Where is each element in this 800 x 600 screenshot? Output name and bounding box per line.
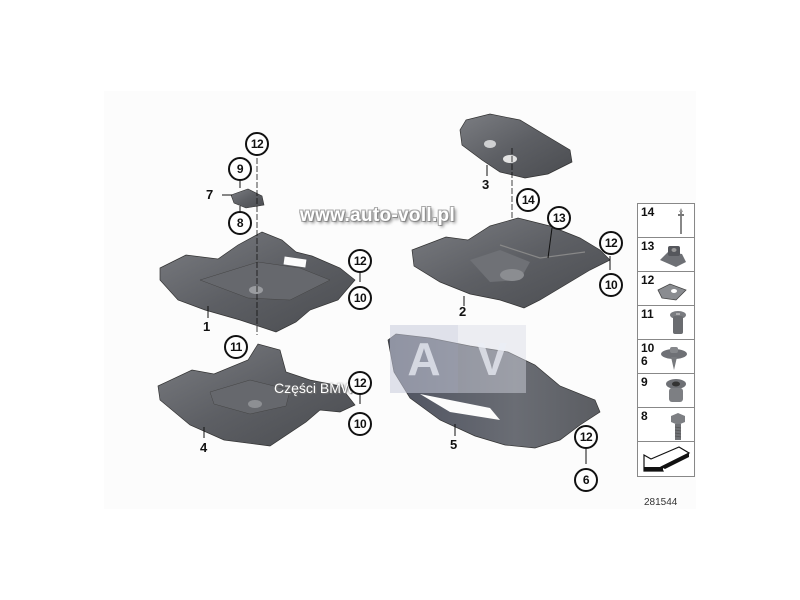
spring-nut-icon xyxy=(657,283,687,301)
av-logo-block-a xyxy=(390,325,458,393)
stud-pin-icon xyxy=(678,208,684,234)
legend-item-11[interactable]: 11 xyxy=(638,306,694,340)
leader-lines xyxy=(203,165,611,464)
part-2-panel xyxy=(411,217,611,309)
callout-14[interactable]: 14 xyxy=(516,188,540,212)
washer-screw-icon xyxy=(661,347,687,370)
grommet-nut-icon xyxy=(666,379,686,402)
part-4-panel xyxy=(157,343,356,447)
av-logo-block-v xyxy=(458,325,526,393)
callout-10-mid-right[interactable]: 10 xyxy=(599,273,623,297)
callout-11[interactable]: 11 xyxy=(224,335,248,359)
callout-6[interactable]: 6 xyxy=(574,468,598,492)
legend-item-arrow[interactable] xyxy=(638,442,694,476)
callout-13[interactable]: 13 xyxy=(547,206,571,230)
callout-9[interactable]: 9 xyxy=(228,157,252,181)
legend-item-8[interactable]: 8 xyxy=(638,408,694,442)
av-logo-letter-a: A xyxy=(407,333,441,385)
watermark-czesci-bmw: Części BMW xyxy=(274,380,355,396)
callout-4[interactable]: 4 xyxy=(200,440,208,455)
callout-5[interactable]: 5 xyxy=(450,437,458,452)
callout-10-mid-left[interactable]: 10 xyxy=(348,286,372,310)
callout-3[interactable]: 3 xyxy=(482,177,490,192)
part-7-bracket xyxy=(230,188,265,209)
legend-item-13[interactable]: 13 xyxy=(638,238,694,272)
callout-12-mid-left[interactable]: 12 xyxy=(348,249,372,273)
hex-bolt-icon xyxy=(671,413,685,440)
av-logo-letter-v: V xyxy=(476,333,508,385)
callout-8[interactable]: 8 xyxy=(228,211,252,235)
direction-arrow-icon xyxy=(643,446,691,472)
clip-nut-icon xyxy=(660,246,686,267)
expanding-rivet-icon xyxy=(670,311,686,334)
callout-1[interactable]: 1 xyxy=(203,319,211,334)
part-3-cover xyxy=(459,113,573,179)
callout-2[interactable]: 2 xyxy=(459,304,467,319)
watermark-url: www.auto-voll.pl xyxy=(300,205,456,226)
callout-12-top[interactable]: 12 xyxy=(245,132,269,156)
part-1-panel xyxy=(159,231,356,333)
legend-item-9[interactable]: 9 xyxy=(638,374,694,408)
callout-12-mid-right[interactable]: 12 xyxy=(599,231,623,255)
callout-10-low-left[interactable]: 10 xyxy=(348,412,372,436)
legend-item-14[interactable]: 14 xyxy=(638,204,694,238)
diagram-id-number: 281544 xyxy=(644,497,678,508)
callout-7[interactable]: 7 xyxy=(206,187,214,202)
legend-item-12[interactable]: 12 xyxy=(638,272,694,306)
callout-12-low-right[interactable]: 12 xyxy=(574,425,598,449)
callout-12-low-left[interactable]: 12 xyxy=(348,371,372,395)
